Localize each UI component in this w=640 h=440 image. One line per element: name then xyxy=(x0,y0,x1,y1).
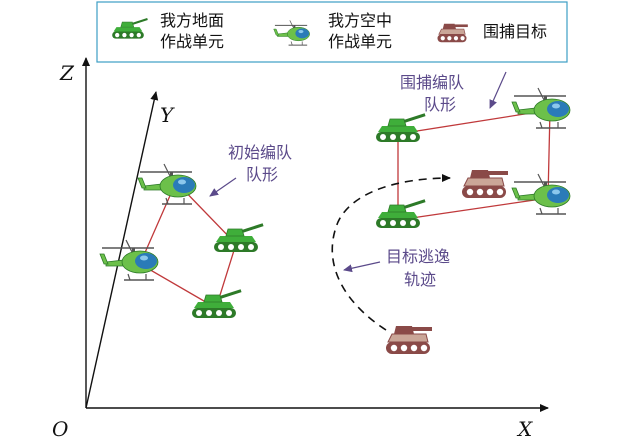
initial-tank-bottom xyxy=(191,288,243,319)
z-axis-label: Z xyxy=(59,61,75,85)
initial-heli-top xyxy=(137,163,197,205)
capture-formation-label-line1: 围捕编队 xyxy=(400,73,464,92)
x-axis-label: X xyxy=(516,417,533,440)
capture-tank-top xyxy=(375,112,427,143)
initial-formation: 初始编队 队形 xyxy=(99,143,292,319)
capture-tank-bottom xyxy=(375,198,427,229)
initial-tank-right xyxy=(213,222,265,253)
legend-ground-unit-line2: 作战单元 xyxy=(160,32,224,51)
target-current xyxy=(461,169,509,199)
y-axis xyxy=(85,91,159,409)
escape-trajectory-label-line2: 轨迹 xyxy=(404,270,436,289)
axes: Z Y X O xyxy=(52,57,549,440)
escape-trajectory-pointer xyxy=(343,261,381,273)
legend-air-unit-line2: 作战单元 xyxy=(328,32,392,51)
escape-trajectory-label-line1: 目标逃逸 xyxy=(386,247,450,266)
escape-trajectory-path xyxy=(331,174,451,331)
capture-heli-bottom xyxy=(511,173,571,215)
capture-formation-pointer xyxy=(489,71,507,109)
legend-ground-unit-line1: 我方地面 xyxy=(160,11,224,30)
origin-label: O xyxy=(52,417,68,440)
target-start xyxy=(385,325,433,355)
y-axis-label: Y xyxy=(160,103,175,127)
capture-formation-label-line2: 队形 xyxy=(424,95,456,114)
initial-formation-label-line1: 初始编队 xyxy=(228,143,292,162)
legend-box xyxy=(96,1,568,63)
legend-target-label: 围捕目标 xyxy=(483,22,547,41)
escape-trajectory: 目标逃逸 轨迹 xyxy=(331,169,509,355)
initial-formation-pointer xyxy=(209,177,237,197)
initial-heli-left xyxy=(99,239,159,281)
capture-heli-top xyxy=(511,87,571,129)
initial-formation-label-line2: 队形 xyxy=(246,165,278,184)
legend-air-unit-line1: 我方空中 xyxy=(328,11,392,30)
capture-formation: 围捕编队 队形 xyxy=(375,71,571,229)
legend: 我方地面 作战单元 我方空中 作战单元 围捕目标 xyxy=(96,1,568,63)
